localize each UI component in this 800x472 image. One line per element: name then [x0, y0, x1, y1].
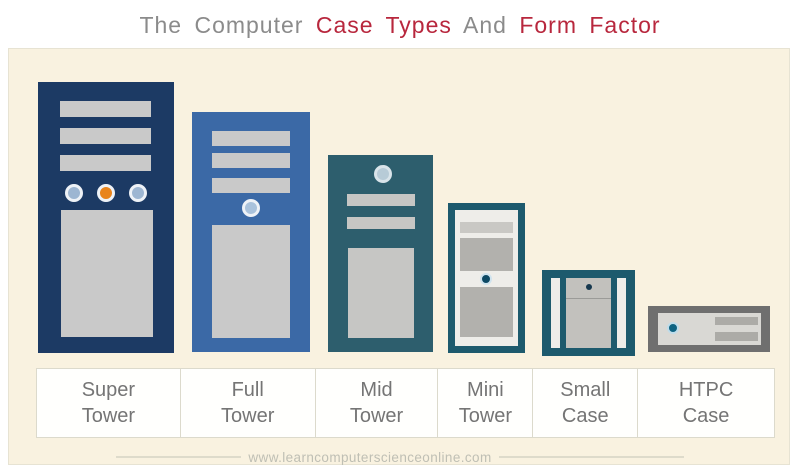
- power-button-icon: [586, 284, 592, 290]
- label-super-tower: Super Tower: [37, 369, 181, 437]
- drive-bay-icon: [212, 131, 290, 146]
- case-small: [542, 270, 635, 356]
- case-full-tower: [192, 112, 310, 352]
- case-mid-tower: [328, 155, 433, 352]
- footer-rule-left: [116, 456, 242, 458]
- label-line: Tower: [349, 405, 404, 427]
- drive-bay-icon: [212, 178, 290, 193]
- label-line: Full: [231, 379, 264, 401]
- label-line: Small: [560, 379, 611, 401]
- drive-bay-icon: [715, 317, 758, 325]
- label-line: Mid: [360, 379, 393, 401]
- label-line: Case: [682, 405, 730, 427]
- label-line: Tower: [458, 405, 513, 427]
- case-htpc: [648, 306, 770, 352]
- vent-panel: [460, 238, 513, 271]
- title-segment-red: Case Types: [315, 12, 452, 38]
- label-line: Case: [561, 405, 609, 427]
- title-segment-gray: The Computer: [139, 12, 316, 38]
- label-line: Mini: [467, 379, 504, 401]
- vent-panel: [460, 287, 513, 337]
- page-title: The Computer Case Types And Form Factor: [0, 10, 800, 40]
- front-door-panel: [61, 210, 153, 337]
- label-line: Tower: [221, 405, 275, 427]
- front-panel: [658, 313, 761, 345]
- website-url: www.learncomputerscienceonline.com: [248, 449, 492, 465]
- front-door-panel: [348, 248, 414, 338]
- side-trim: [617, 278, 626, 348]
- case-super-tower: [38, 82, 174, 353]
- footer: www.learncomputerscienceonline.com: [0, 448, 800, 466]
- reset-button-icon: [97, 184, 115, 202]
- label-line: Super: [81, 379, 136, 401]
- label-small-case: Small Case: [533, 369, 639, 437]
- label-mid-tower: Mid Tower: [316, 369, 439, 437]
- label-line: HTPC: [678, 379, 734, 401]
- power-button-icon: [480, 273, 492, 285]
- title-segment-gray: And: [451, 12, 520, 38]
- drive-bay-icon: [347, 194, 415, 206]
- drive-bay-icon: [715, 332, 758, 341]
- label-mini-tower: Mini Tower: [438, 369, 534, 437]
- title-segment-red: Form Factor: [519, 12, 661, 38]
- power-button-icon: [374, 165, 392, 183]
- side-trim: [551, 278, 560, 348]
- drive-bay-icon: [60, 155, 151, 171]
- case-mini-tower: [448, 203, 525, 353]
- power-button-icon: [667, 322, 679, 334]
- label-row: Super Tower Full Tower Mid Tower Mini To…: [36, 368, 775, 438]
- drive-bay-icon: [460, 222, 513, 233]
- drive-bay-icon: [60, 128, 151, 144]
- label-full-tower: Full Tower: [181, 369, 316, 437]
- front-panel: [455, 210, 518, 346]
- label-htpc-case: HTPC Case: [638, 369, 774, 437]
- power-button-icon: [129, 184, 147, 202]
- drive-bay-icon: [212, 153, 290, 168]
- drive-bay-icon: [347, 217, 415, 229]
- label-line: Tower: [81, 405, 136, 427]
- drive-bay-icon: [60, 101, 151, 117]
- front-door-panel: [212, 225, 290, 338]
- panel-seam: [566, 298, 611, 299]
- footer-rule-right: [498, 456, 684, 458]
- power-button-icon: [242, 199, 260, 217]
- power-button-icon: [65, 184, 83, 202]
